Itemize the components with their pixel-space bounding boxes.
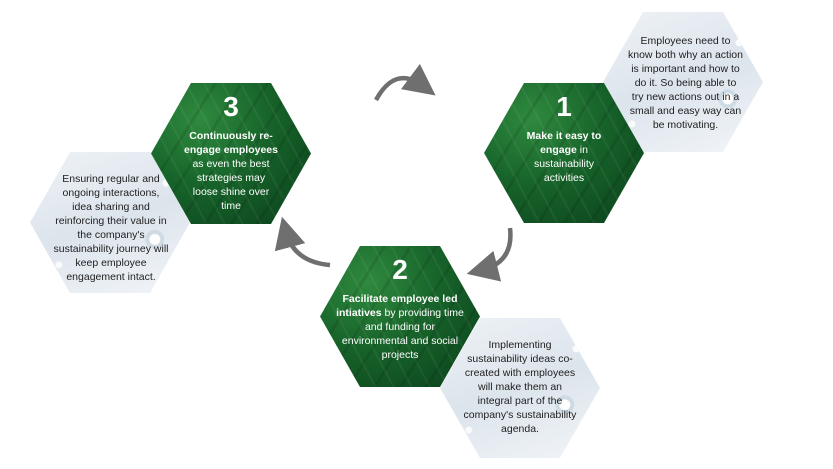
step-3-detail-hexagon bbox=[30, 152, 190, 293]
step-3-description: as even the best strategies may loose sh… bbox=[192, 158, 270, 212]
step-1-title: Make it easy to engage bbox=[526, 130, 602, 156]
step-3-text: Continuously re-engage employees as even… bbox=[151, 129, 311, 213]
step-1-description: in sustainability activities bbox=[533, 144, 595, 184]
step-1-text: Make it easy to engage in sustainability… bbox=[484, 129, 644, 185]
arrow-1-to-2 bbox=[466, 227, 513, 282]
step-2-number: 2 bbox=[392, 254, 408, 285]
step-2-description: by providing time and funding for enviro… bbox=[341, 307, 464, 361]
step-2-title: Facilitate employee led intiatives bbox=[336, 293, 458, 319]
step-3-detail-text: Ensuring regular and ongoing interaction… bbox=[53, 173, 169, 283]
step-1-detail-text: Employees need to know both why an actio… bbox=[628, 35, 743, 131]
step-2-text: Facilitate employee led intiatives by pr… bbox=[320, 292, 480, 362]
arrow-2-to-3 bbox=[274, 216, 331, 268]
step-3-title: Continuously re-engage employees bbox=[184, 130, 278, 156]
step-3-number: 3 bbox=[223, 91, 239, 122]
arrow-3-to-1 bbox=[374, 63, 436, 102]
step-1-number: 1 bbox=[556, 91, 572, 122]
step-2-detail-text: Implementing sustainability ideas co-cre… bbox=[463, 339, 577, 435]
